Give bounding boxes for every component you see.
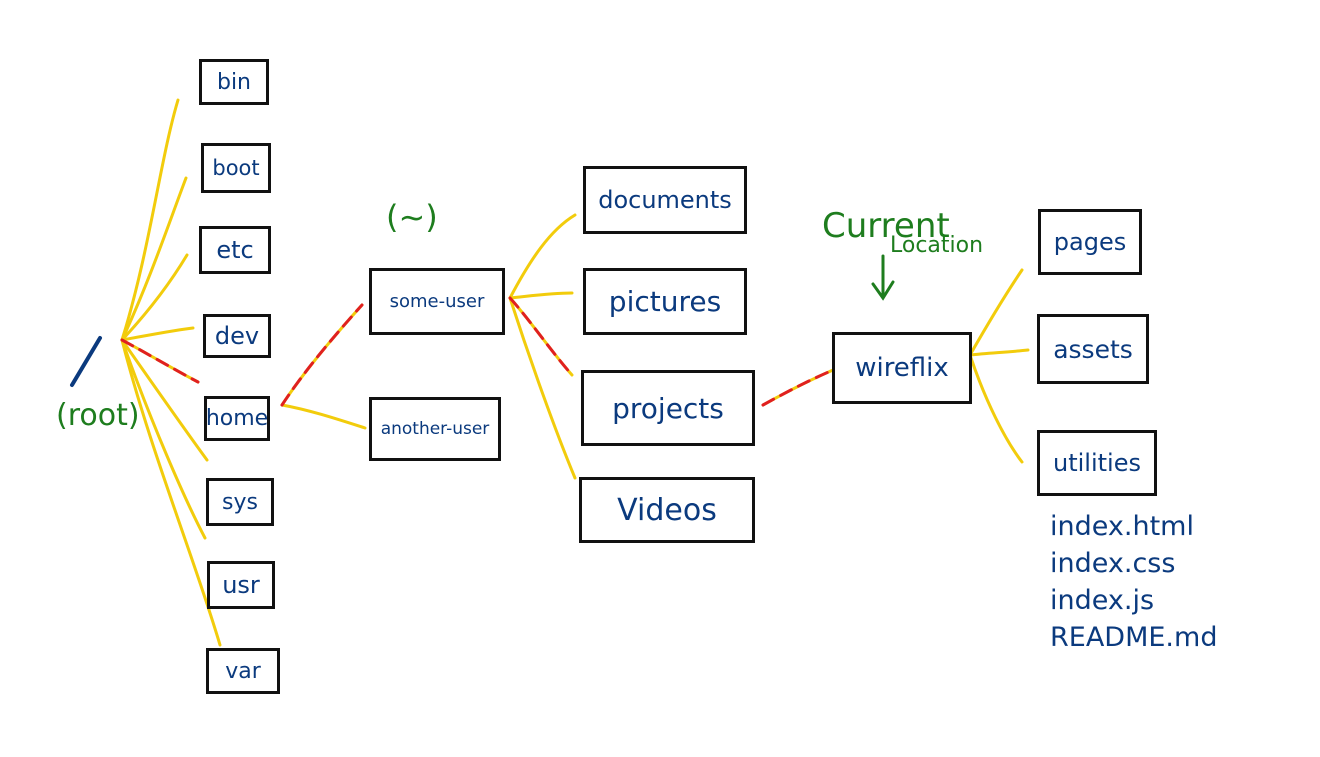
folder-label: pictures — [608, 285, 722, 318]
folder-boot[interactable]: boot — [201, 143, 271, 193]
folder-label: utilities — [1053, 449, 1141, 477]
path-someuser-projects — [508, 296, 574, 377]
edge-root-var — [120, 338, 222, 647]
folder-wireflix[interactable]: wireflix — [832, 332, 972, 404]
folder-label: usr — [222, 571, 260, 599]
file-list: index.html index.css index.js README.md — [1050, 508, 1217, 656]
folder-sys[interactable]: sys — [206, 478, 274, 526]
folder-pictures[interactable]: pictures — [583, 268, 747, 335]
edge-wireflix-assets — [968, 348, 1030, 357]
file-index-html[interactable]: index.html — [1050, 511, 1194, 542]
folder-etc[interactable]: etc — [199, 226, 271, 274]
edge-wireflix-pages — [968, 268, 1024, 357]
file-readme-md[interactable]: README.md — [1050, 622, 1218, 653]
folder-var[interactable]: var — [206, 648, 280, 694]
folder-label: assets — [1053, 334, 1133, 364]
folder-assets[interactable]: assets — [1037, 314, 1149, 384]
folder-label: projects — [612, 391, 724, 425]
folder-label: another-user — [380, 419, 490, 439]
path-home-someuser — [280, 303, 364, 407]
folder-bin[interactable]: bin — [199, 59, 269, 105]
home-shortcut-label: (~) — [386, 198, 438, 236]
edge-root-boot — [120, 176, 188, 342]
edge-root-etc — [120, 253, 189, 342]
folder-usr[interactable]: usr — [207, 561, 275, 609]
folder-home[interactable]: home — [204, 396, 270, 441]
folder-another-user[interactable]: another-user — [369, 397, 501, 461]
folder-label: wireflix — [855, 353, 949, 383]
file-index-css[interactable]: index.css — [1050, 548, 1176, 579]
folder-label: Videos — [617, 492, 717, 528]
edge-root-usr — [120, 338, 207, 540]
root-slash — [70, 336, 102, 387]
folder-label: sys — [222, 489, 258, 515]
folder-label: boot — [212, 156, 260, 180]
current-location-title: Current — [822, 206, 950, 246]
folder-some-user[interactable]: some-user — [369, 268, 505, 335]
down-arrow-icon — [871, 254, 895, 301]
edge-someuser-videos — [508, 296, 577, 480]
folder-dev[interactable]: dev — [203, 314, 271, 358]
edge-someuser-pictures — [508, 291, 574, 300]
folder-utilities[interactable]: utilities — [1037, 430, 1157, 496]
folder-pages[interactable]: pages — [1038, 209, 1142, 275]
folder-label: some-user — [389, 291, 485, 312]
folder-label: var — [225, 658, 261, 684]
folder-projects[interactable]: projects — [581, 370, 755, 446]
edge-root-bin — [120, 98, 180, 342]
folder-documents[interactable]: documents — [583, 166, 747, 234]
folder-label: documents — [598, 186, 732, 214]
path-root-home — [120, 338, 200, 384]
folder-label: home — [205, 406, 269, 431]
edge-someuser-documents — [508, 213, 577, 300]
edge-home-another-user — [280, 403, 367, 430]
current-location-subtitle: Location — [890, 233, 984, 258]
file-index-js[interactable]: index.js — [1050, 585, 1155, 616]
folder-label: bin — [216, 69, 252, 95]
folder-label: dev — [214, 322, 260, 350]
path-projects-wireflix — [761, 368, 835, 407]
edge-root-dev — [120, 326, 195, 342]
edge-root-sys — [120, 338, 209, 462]
folder-label: etc — [216, 236, 254, 264]
folder-label: pages — [1053, 228, 1127, 256]
edge-wireflix-utilities — [968, 353, 1024, 464]
folder-videos[interactable]: Videos — [579, 477, 755, 543]
root-label: (root) — [56, 398, 140, 433]
